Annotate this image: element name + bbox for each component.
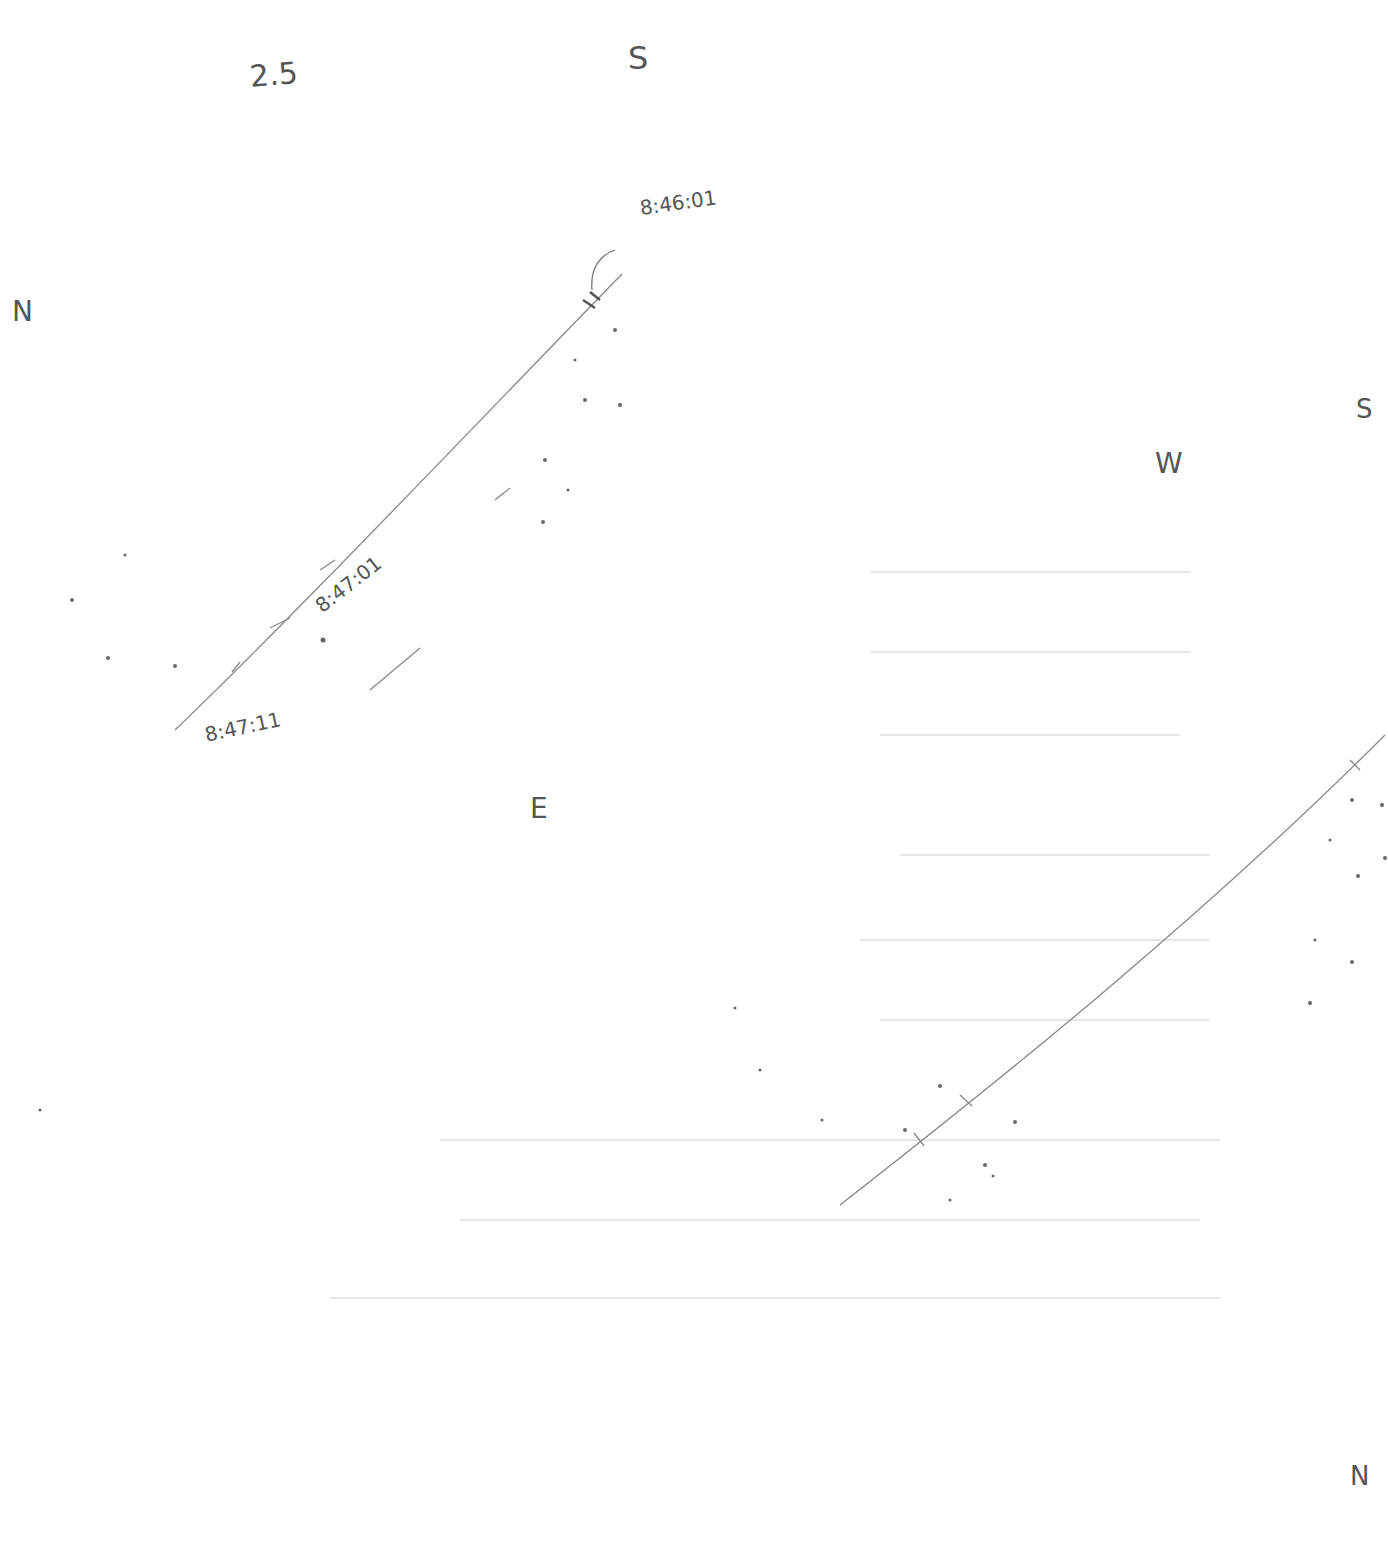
time-stamp: 8:47:11 bbox=[203, 709, 283, 745]
direction-mark: W bbox=[1155, 450, 1183, 478]
scale-note: 2.5 bbox=[249, 58, 299, 92]
direction-mark: S bbox=[628, 42, 648, 74]
time-stamp: 8:47:01 bbox=[312, 553, 385, 616]
bleed-through-rules bbox=[330, 572, 1220, 1298]
time-stamp: 8:46:01 bbox=[639, 187, 718, 218]
direction-mark: E bbox=[530, 795, 548, 823]
track-dots bbox=[39, 328, 1388, 1202]
direction-mark: N bbox=[12, 298, 33, 326]
track-lines bbox=[175, 250, 1385, 1205]
direction-mark: S bbox=[1356, 396, 1373, 422]
direction-mark: N bbox=[1350, 1463, 1369, 1489]
